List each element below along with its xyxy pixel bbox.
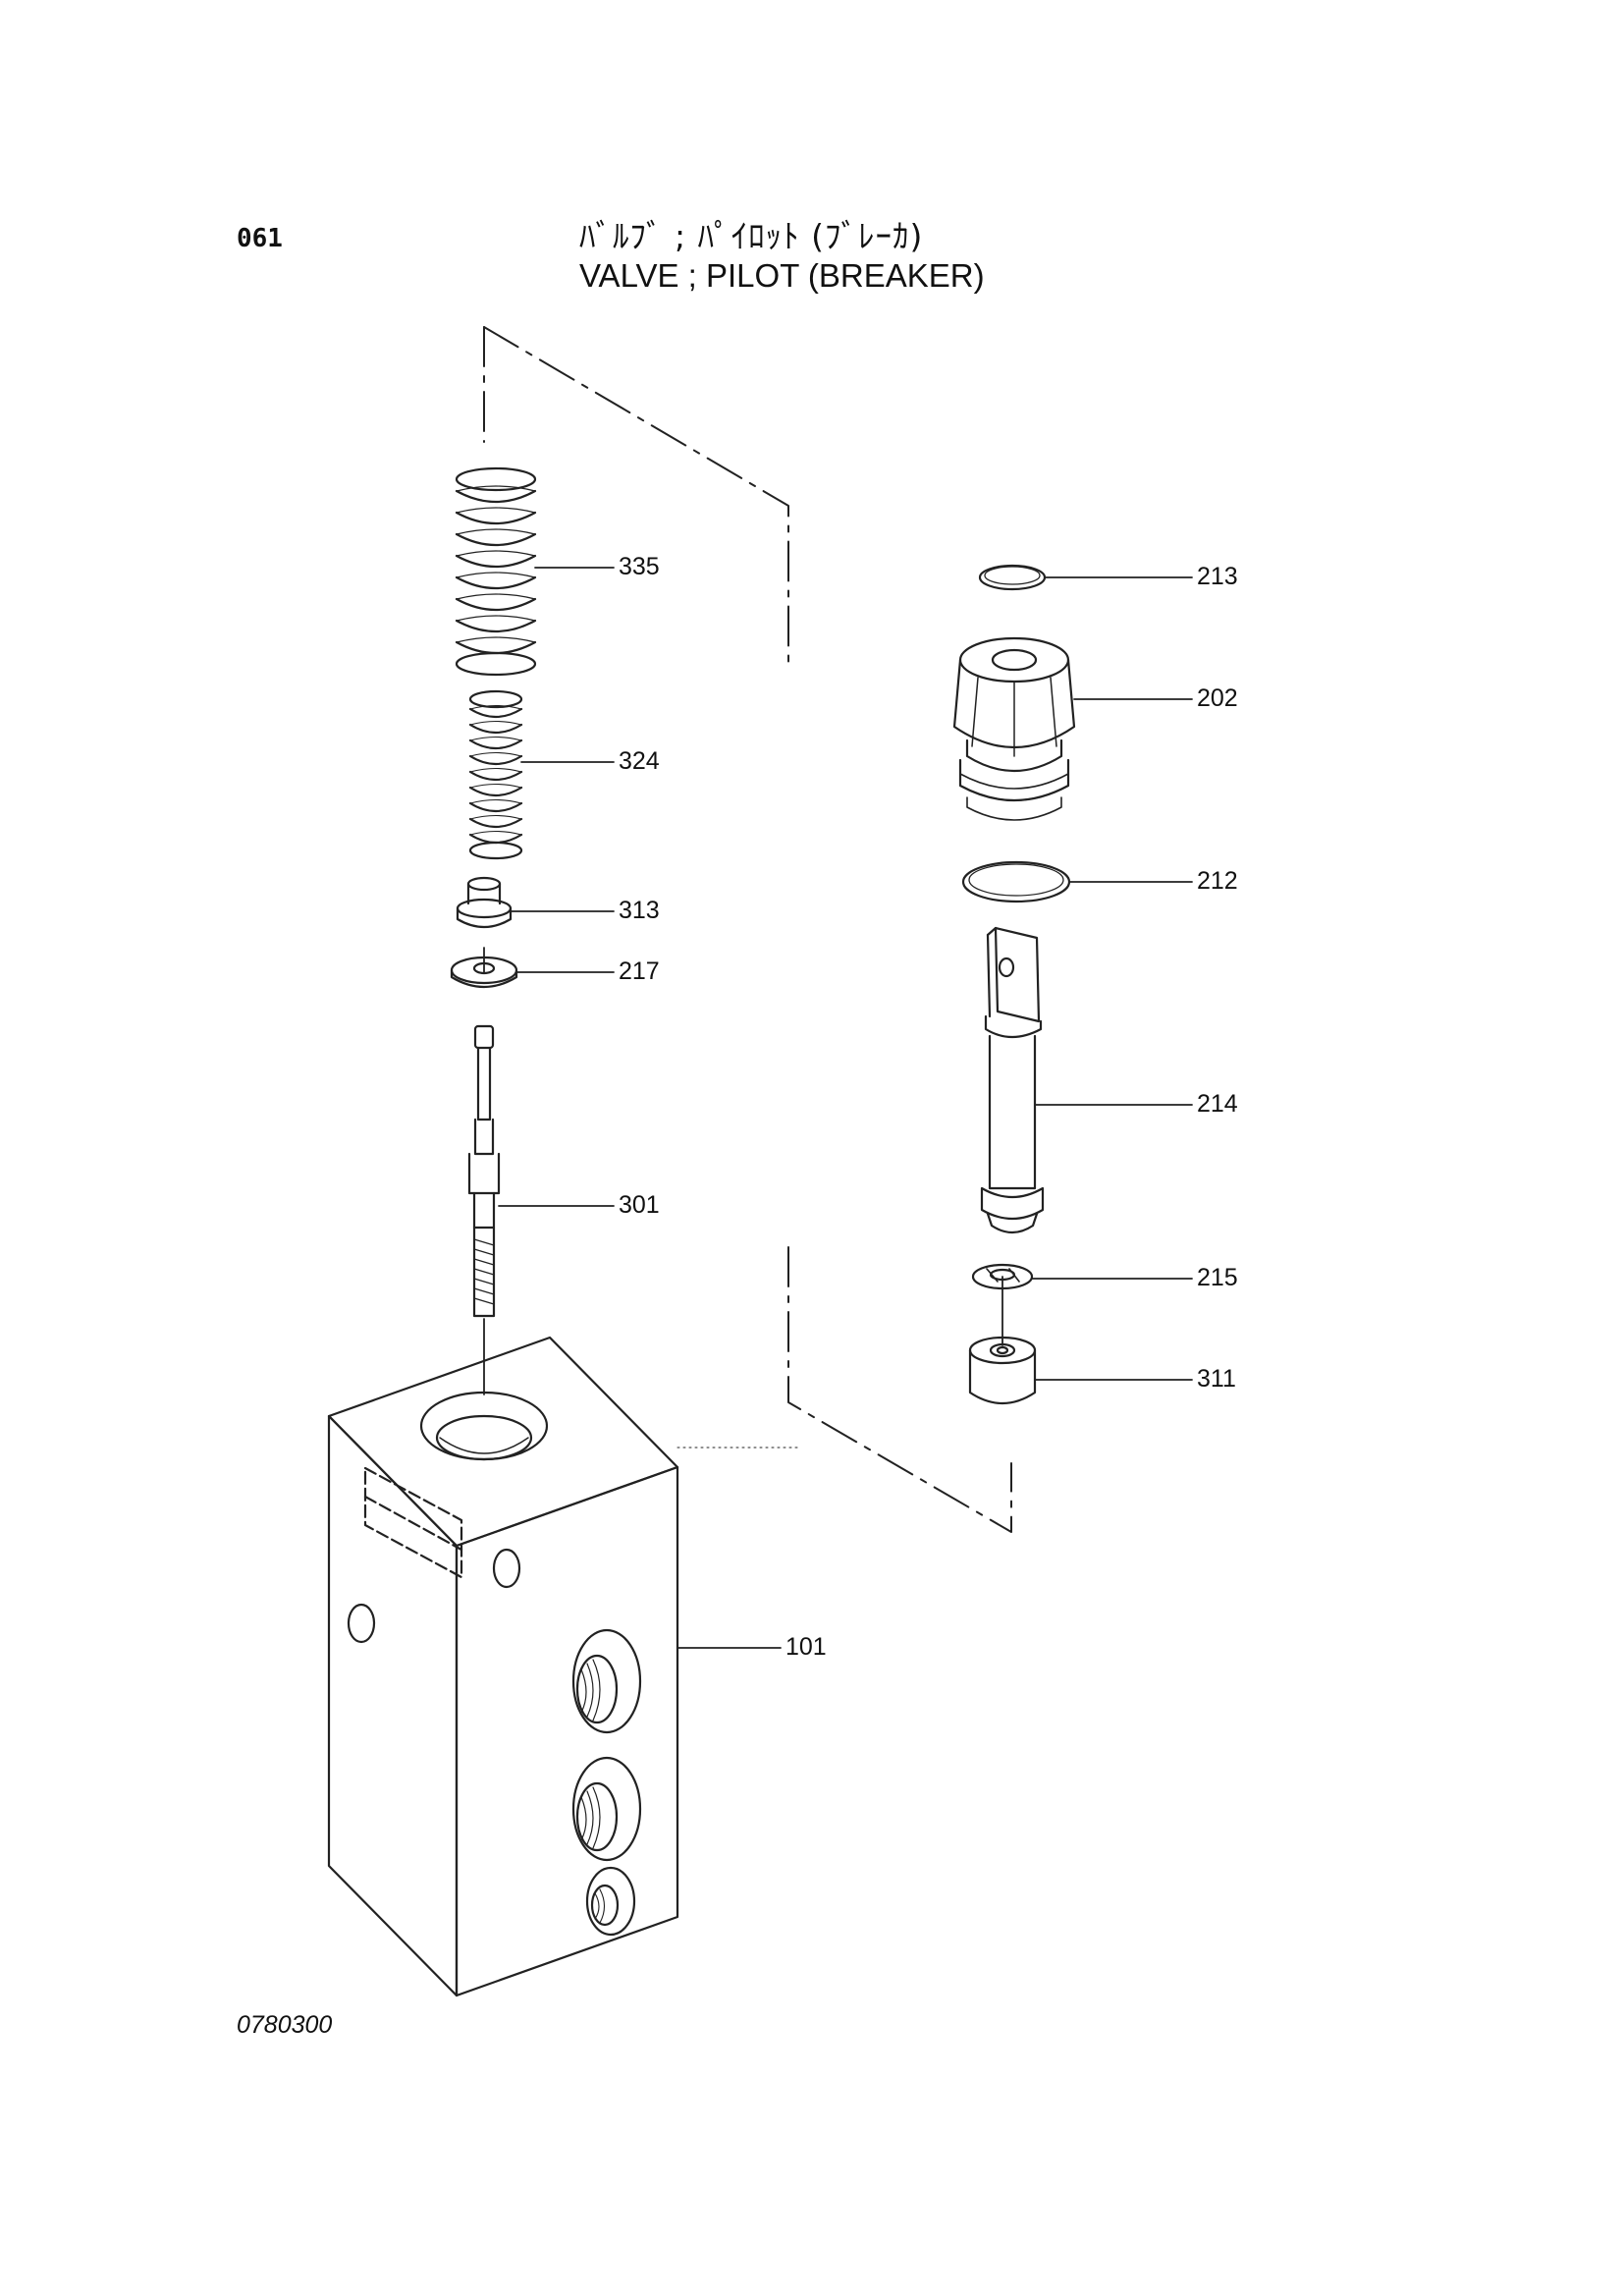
part-311-sleeve — [968, 1336, 1037, 1404]
callout-301: 301 — [619, 1191, 660, 1219]
part-212-o-ring — [961, 860, 1071, 903]
page-number: 061 — [237, 224, 283, 253]
callout-313: 313 — [619, 897, 660, 924]
alignment-line-right-lower — [787, 1246, 1012, 1533]
part-214-shaft — [980, 926, 1045, 1234]
title-english: VALVE ; PILOT (BREAKER) — [579, 257, 985, 294]
part-301-rod — [467, 1024, 501, 1318]
alignment-line-top-diagonal — [483, 326, 789, 669]
title-japanese: ﾊﾞﾙﾌﾞ ; ﾊﾟｲﾛｯﾄ (ﾌﾞﾚｰｶ) — [579, 217, 924, 255]
callout-215: 215 — [1197, 1264, 1238, 1291]
callout-212: 212 — [1197, 867, 1238, 895]
callout-101: 101 — [785, 1633, 827, 1661]
part-213-o-ring — [978, 564, 1047, 591]
alignment-lines — [483, 326, 1012, 1533]
leader-lines — [498, 567, 1193, 1649]
part-202-plug — [952, 636, 1076, 821]
drawing-number: 0780300 — [237, 2011, 333, 2039]
part-335-spring — [455, 466, 537, 677]
callout-335: 335 — [619, 553, 660, 580]
part-324-spring — [468, 689, 523, 860]
callout-213: 213 — [1197, 563, 1238, 590]
part-215-snap-ring — [971, 1263, 1034, 1290]
callout-311: 311 — [1197, 1365, 1236, 1393]
callout-202: 202 — [1197, 684, 1238, 712]
part-217-washer — [450, 956, 518, 988]
callout-324: 324 — [619, 747, 660, 775]
part-313-spring-seat — [456, 876, 513, 929]
callout-214: 214 — [1197, 1090, 1238, 1118]
part-101-valve-body — [327, 1336, 679, 1997]
callout-217: 217 — [619, 957, 660, 985]
